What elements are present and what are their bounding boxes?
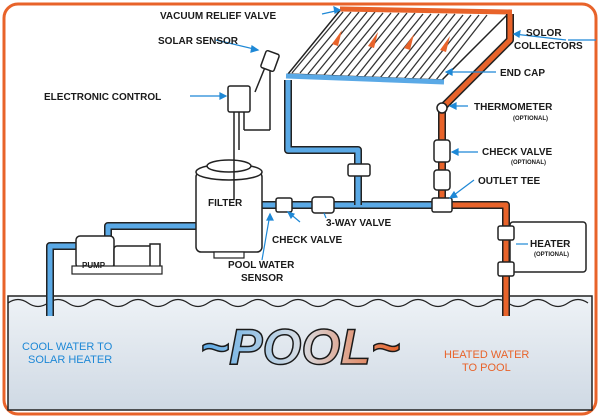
label-cool-water-1: COOL WATER TO [22, 341, 113, 353]
label-vacuum-relief-valve: VACUUM RELIEF VALVE [160, 11, 276, 22]
pool-wave [7, 298, 589, 308]
label-check-valve: CHECK VALVE [272, 235, 343, 246]
pump [71, 235, 163, 275]
label-pool-water-sensor-2: SENSOR [241, 273, 284, 284]
label-heated-water-2: TO POOL [462, 362, 511, 374]
label-cool-water-2: SOLAR HEATER [28, 354, 112, 366]
label-check-valve-optional-sub: (OPTIONAL) [511, 160, 546, 166]
label-outlet-tee: OUTLET TEE [478, 176, 541, 187]
pool [7, 295, 593, 411]
label-electronic-control: ELECTRONIC CONTROL [44, 92, 161, 103]
leader-lines [190, 5, 596, 261]
label-thermometer-optional: (OPTIONAL) [513, 116, 548, 122]
heater [497, 221, 587, 277]
check-valve-optional-body [433, 169, 451, 191]
label-solor-collectors-1: SOLOR [526, 28, 562, 39]
solar-sensor [254, 49, 280, 93]
label-three-way-valve: 3-WAY VALVE [326, 218, 392, 229]
label-solar-sensor: SOLAR SENSOR [158, 36, 239, 47]
label-thermometer: THERMOMETER [474, 102, 553, 113]
label-filter: FILTER [208, 198, 243, 209]
filter-tank [195, 159, 263, 259]
check-valve [275, 197, 293, 213]
label-end-cap: END CAP [500, 68, 545, 79]
labels: VACUUM RELIEF VALVE SOLAR SENSOR ELECTRO… [22, 11, 583, 376]
label-heated-water-1: HEATED WATER [444, 349, 529, 361]
label-check-valve-optional: CHECK VALVE [482, 147, 553, 158]
label-heater: HEATER [530, 239, 571, 250]
label-solor-collectors-2: COLLECTORS [514, 41, 583, 52]
label-pool-water-sensor-1: POOL WATER [228, 260, 295, 271]
electronic-control [227, 66, 271, 200]
thermometer [436, 102, 448, 114]
three-way-valve [311, 196, 335, 214]
label-pump: PUMP [82, 261, 106, 270]
solar-collector [285, 6, 513, 85]
pool-title: ~POOL~ [200, 319, 400, 375]
check-valve-optional [433, 139, 451, 163]
label-heater-optional: (OPTIONAL) [534, 252, 569, 258]
outlet-tee [431, 197, 453, 213]
three-way-valve-actuator [347, 163, 371, 177]
